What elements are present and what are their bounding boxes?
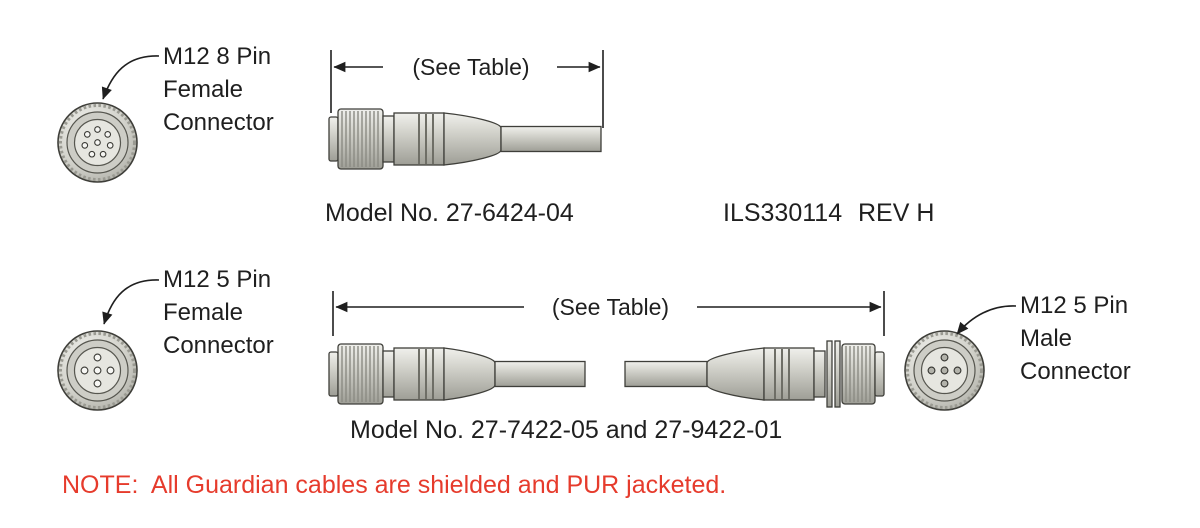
barrel-rings <box>418 114 434 164</box>
left-connector-back-cap <box>328 351 339 397</box>
m12-8pin-female-face-icon <box>57 102 138 183</box>
label-m12-5pin-male: M12 5 Pin Male Connector <box>1020 292 1131 385</box>
single-ended-cable-drawing <box>328 108 602 170</box>
left-connector-knurled-nut <box>337 343 384 405</box>
left-connector-collar <box>382 350 395 398</box>
left-barrel-rings <box>418 349 434 399</box>
leader-arrow-8pin-female <box>101 55 160 100</box>
left-strain-relief-boot <box>443 347 496 401</box>
leader-arrow-5pin-female <box>102 279 160 325</box>
double-ended-cable-drawing <box>328 340 885 408</box>
knurl-lines <box>341 111 379 167</box>
connector-back-cap <box>328 116 339 162</box>
right-barrel-rings <box>774 349 790 399</box>
right-knurl-lines <box>845 346 871 402</box>
connector-collar <box>382 115 395 163</box>
right-connector-flange-2 <box>834 340 841 408</box>
cable-segment-right <box>624 360 708 388</box>
m12-5pin-male-face-icon <box>904 330 985 411</box>
label-m12-8pin-female: M12 8 Pin Female Connector <box>163 43 274 136</box>
m12-5pin-female-face-icon <box>57 330 138 411</box>
note-text: NOTE: All Guardian cables are shielded a… <box>62 471 727 499</box>
strain-relief-boot <box>443 112 502 166</box>
right-connector-flange-1 <box>826 340 833 408</box>
document-number: ILS330114 <box>723 199 843 227</box>
right-strain-relief-boot <box>706 347 765 401</box>
revision: REV H <box>858 199 935 227</box>
cable-segment-left <box>494 360 586 388</box>
model-number-bottom: Model No. 27-7422-05 and 27-9422-01 <box>350 416 783 444</box>
pins-5-male <box>927 353 962 388</box>
dimension-label-bottom: (See Table) <box>528 292 693 322</box>
cable <box>500 125 602 153</box>
model-number-top: Model No. 27-6424-04 <box>325 199 574 227</box>
pin-holes-5 <box>80 353 115 388</box>
pin-holes-8 <box>81 126 114 158</box>
connector-knurled-nut <box>337 108 384 170</box>
right-connector-tip <box>874 351 885 397</box>
left-knurl-lines <box>341 346 379 402</box>
label-m12-5pin-female: M12 5 Pin Female Connector <box>163 266 274 359</box>
dimension-label-top: (See Table) <box>387 52 555 82</box>
right-connector-collar <box>813 350 826 398</box>
